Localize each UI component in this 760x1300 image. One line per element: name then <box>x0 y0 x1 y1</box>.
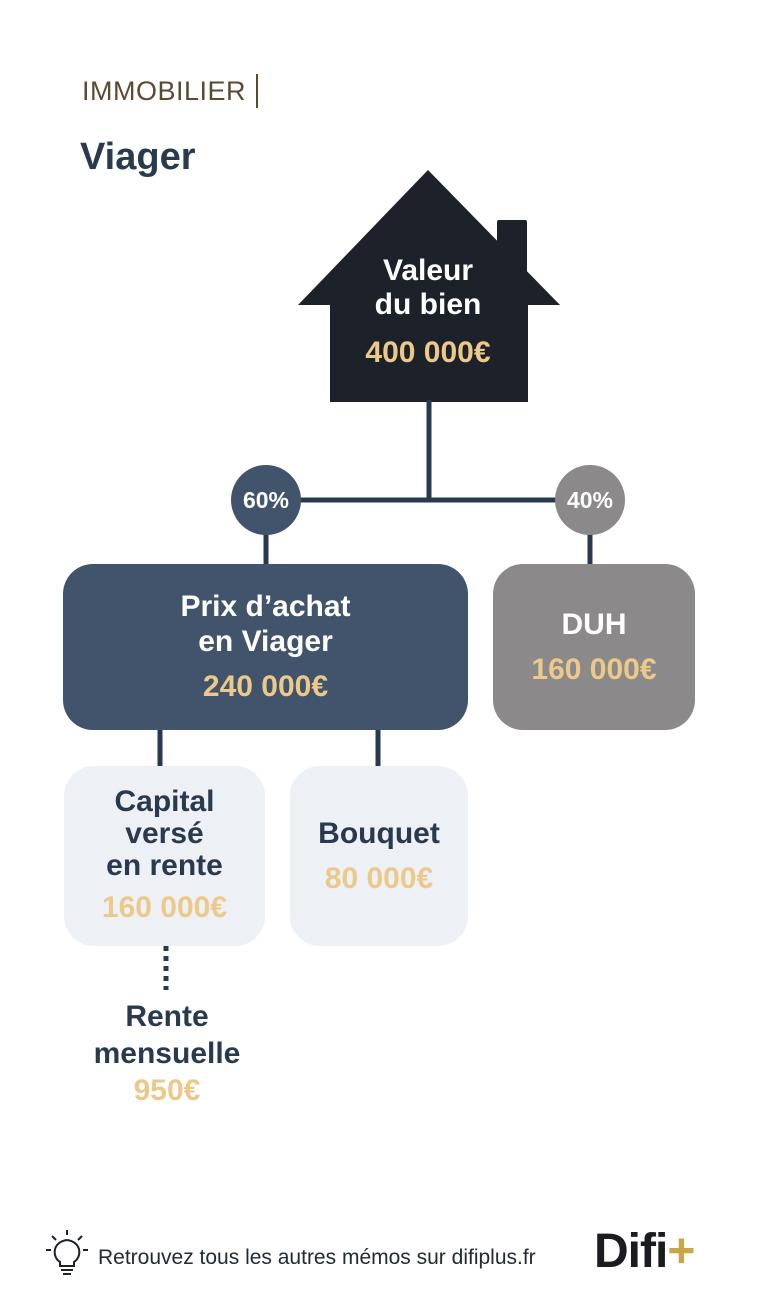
capital-label-line2: versé <box>125 817 204 850</box>
house-label-line2: du bien <box>374 288 482 321</box>
capital-label-line1: Capital <box>114 785 215 818</box>
house-roof <box>298 170 560 402</box>
footer-text: Retrouvez tous les autres mémos sur difi… <box>98 1246 536 1269</box>
house-label-line1: Valeur <box>382 254 474 287</box>
category-divider <box>256 74 258 108</box>
purchase-price-box: Prix d’achat en Viager 240 000€ <box>63 564 468 730</box>
duh-box: DUH 160 000€ <box>493 564 695 730</box>
difi-logo: Difi+ <box>594 1224 695 1279</box>
bouquet-box: Bouquet 80 000€ <box>290 766 468 946</box>
lightbulb-icon <box>46 1230 88 1275</box>
house-chimney <box>497 220 527 280</box>
bouquet-label: Bouquet <box>318 816 440 850</box>
capital-amount: 160 000€ <box>101 891 228 924</box>
logo-text: Difi <box>594 1225 668 1278</box>
bouquet-amount: 80 000€ <box>324 861 434 895</box>
house-label: Valeur du bien 400 000€ <box>328 254 528 370</box>
percent-badge-right: 40% <box>555 465 625 535</box>
monthly-rent-block: Rente mensuelle 950€ <box>66 998 268 1109</box>
purchase-amount: 240 000€ <box>202 670 329 703</box>
duh-label: DUH <box>561 607 627 641</box>
rente-label-line1: Rente <box>125 1000 209 1033</box>
duh-amount: 160 000€ <box>531 652 657 686</box>
purchase-label-line2: en Viager <box>198 625 333 658</box>
category-label: IMMOBILIER <box>82 76 247 106</box>
percent-badge-left: 60% <box>231 465 301 535</box>
rente-label-line2: mensuelle <box>93 1037 241 1070</box>
capital-box: Capital versé en rente 160 000€ <box>64 766 265 946</box>
purchase-label-line1: Prix d’achat <box>180 590 351 623</box>
plus-icon: + <box>667 1225 695 1278</box>
capital-label-line3: en rente <box>106 849 223 882</box>
house-amount: 400 000€ <box>365 336 491 369</box>
page-title: Viager <box>80 136 196 178</box>
rente-amount: 950€ <box>133 1074 201 1107</box>
